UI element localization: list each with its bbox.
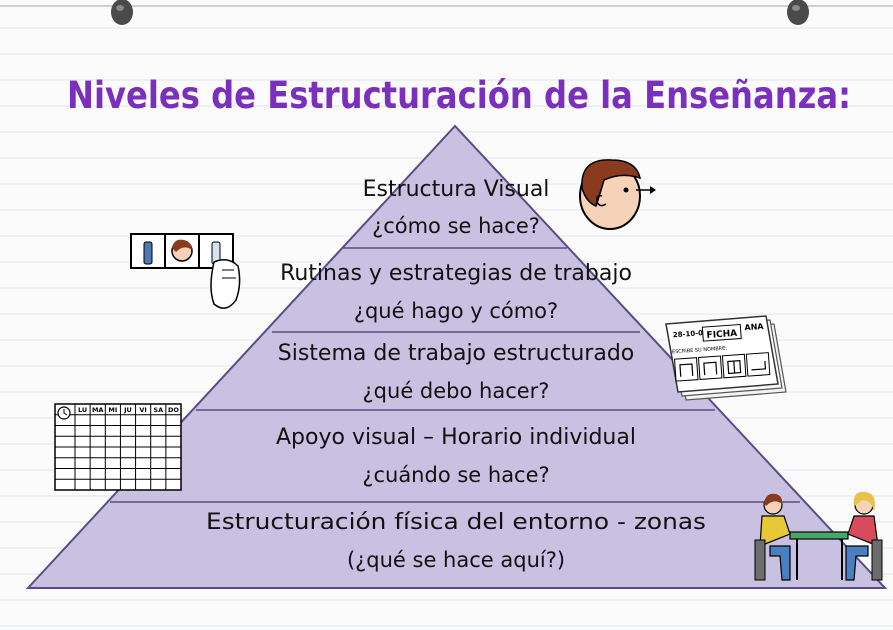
schedule-day-label: DO [168, 406, 179, 414]
level-estructura-visual: Estructura Visual ¿cómo se hace? [363, 177, 550, 238]
level-apoyo-visual: Apoyo visual – Horario individual ¿cuánd… [276, 425, 636, 487]
level-question: (¿qué se hace aquí?) [347, 548, 565, 572]
face-profile-icon [579, 159, 656, 230]
level-name: Estructuración física del entorno - zona… [206, 510, 706, 535]
level-name: Estructura Visual [363, 177, 550, 202]
schedule-day-label: JU [123, 406, 132, 414]
level-question: ¿qué hago y cómo? [354, 299, 558, 323]
worksheet-date: 28-10-09 [673, 329, 709, 339]
level-question: ¿cuándo se hace? [362, 463, 549, 487]
level-estructuracion-fisica: Estructuración física del entorno - zona… [206, 510, 706, 572]
level-name: Apoyo visual – Horario individual [276, 425, 636, 450]
schedule-day-label: MI [108, 406, 117, 414]
level-question: ¿qué debo hacer? [363, 379, 550, 403]
pin-icon [787, 0, 809, 25]
schedule-day-label: SA [153, 406, 163, 414]
worksheet-icon: 28-10-09 FICHA ANA ESCRIBE SU NOMBRE: [665, 315, 787, 401]
schedule-day-label: LU [78, 406, 87, 414]
pictogram-card-icon [130, 233, 241, 309]
level-rutinas: Rutinas y estrategias de trabajo ¿qué ha… [280, 261, 632, 323]
level-name: Rutinas y estrategias de trabajo [280, 261, 632, 286]
worksheet-label: FICHA [706, 329, 737, 341]
schedule-grid-icon: LU MA MI JU VI SA DO [54, 403, 182, 491]
level-name: Sistema de trabajo estructurado [278, 341, 635, 366]
page-title: Niveles de Estructuración de la Enseñanz… [67, 74, 851, 117]
schedule-day-headers: LU MA MI JU VI SA DO [78, 406, 179, 414]
schedule-grid-lines [55, 404, 181, 490]
pyramid [25, 124, 888, 589]
worksheet-name: ANA [744, 322, 764, 332]
worksheet-prompt: ESCRIBE SU NOMBRE: [672, 345, 728, 355]
students-at-desk-icon [754, 491, 883, 581]
schedule-day-label: VI [139, 406, 146, 414]
level-sistema-trabajo: Sistema de trabajo estructurado ¿qué deb… [278, 341, 635, 403]
pin-icon [111, 0, 133, 25]
schedule-day-label: MA [92, 406, 104, 414]
level-question: ¿cómo se hace? [372, 214, 540, 238]
